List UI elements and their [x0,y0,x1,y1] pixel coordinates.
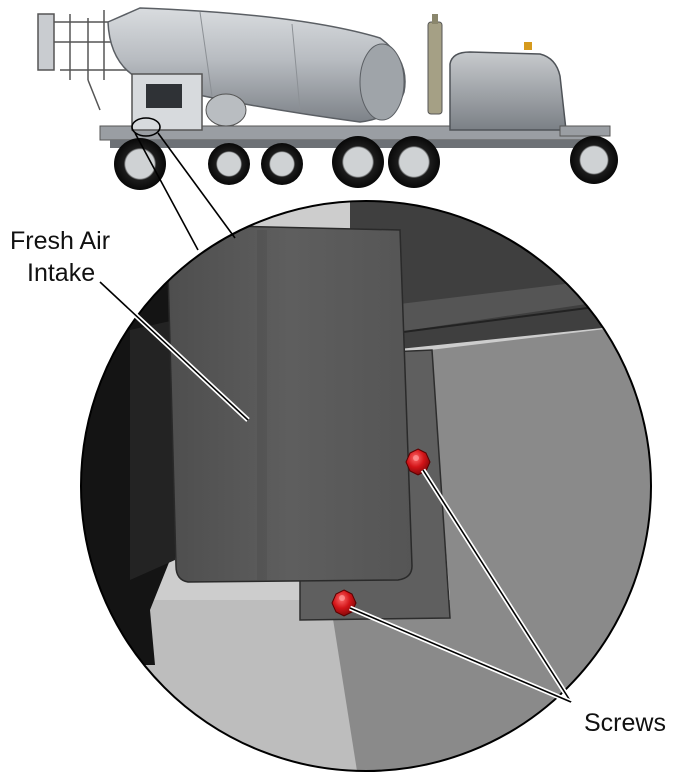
screw-upper [405,448,431,476]
leader-fresh-air [98,280,250,422]
zoom-connector-line [157,132,236,239]
front-cab [449,51,567,131]
wheel [570,136,618,184]
wheel [332,136,384,188]
wheel [208,143,250,185]
screw-lower [331,589,357,617]
mixer-truck [37,7,618,190]
wheel [388,136,440,188]
wheel [114,138,166,190]
water-tank [205,93,247,127]
wheel [261,143,303,185]
amber-beacon [524,42,532,50]
rear-chute [37,10,150,111]
truck-wheels [114,136,618,190]
intake-location-marker [131,117,161,137]
fresh-air-label-line2: Intake [27,259,95,287]
leader-screw-upper [420,468,574,704]
rear-cab [131,73,203,131]
zoom-connector-line [134,132,199,251]
fresh-air-intake-panel [167,225,413,583]
zoom-detail-view [81,201,651,771]
screws-label: Screws [584,709,666,737]
exhaust-stack [427,21,443,115]
rear-cab-window [146,84,182,108]
fresh-air-label-line1: Fresh Air [10,227,110,255]
leader-screw-lower [349,605,572,705]
drum-end-cap [359,43,405,121]
zoom-circle-border [80,200,652,772]
